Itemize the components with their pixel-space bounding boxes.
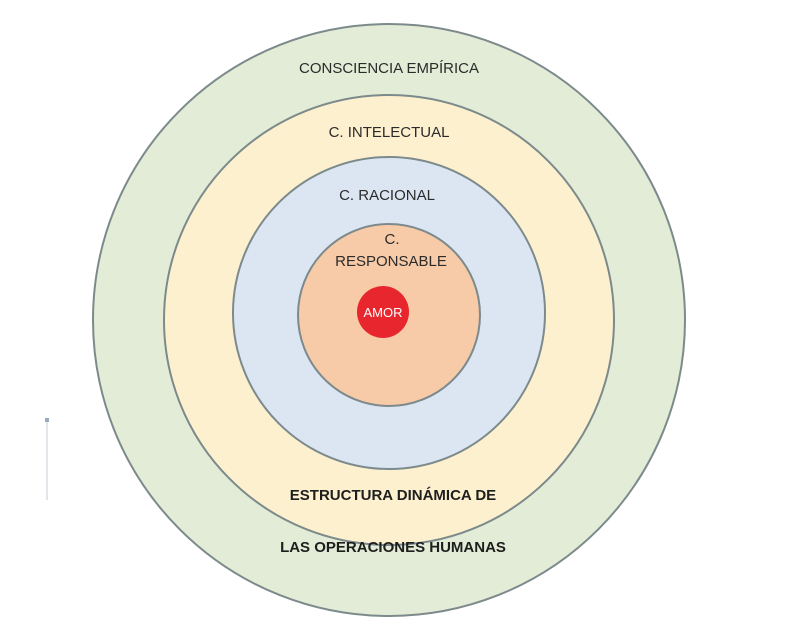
label-amor: AMOR xyxy=(364,305,403,320)
label-c-responsable-line2: RESPONSABLE xyxy=(335,253,447,270)
core-amor xyxy=(357,286,409,338)
label-c-responsable-line1: C. xyxy=(385,231,400,248)
label-consciencia-empirica: CONSCIENCIA EMPÍRICA xyxy=(299,60,479,77)
left-artifact-dot xyxy=(45,418,49,422)
label-c-racional: C. RACIONAL xyxy=(339,187,435,204)
label-c-intelectual: C. INTELECTUAL xyxy=(329,124,450,141)
caption-line2: LAS OPERACIONES HUMANAS xyxy=(280,539,506,556)
caption-line1: ESTRUCTURA DINÁMICA DE xyxy=(290,487,496,504)
